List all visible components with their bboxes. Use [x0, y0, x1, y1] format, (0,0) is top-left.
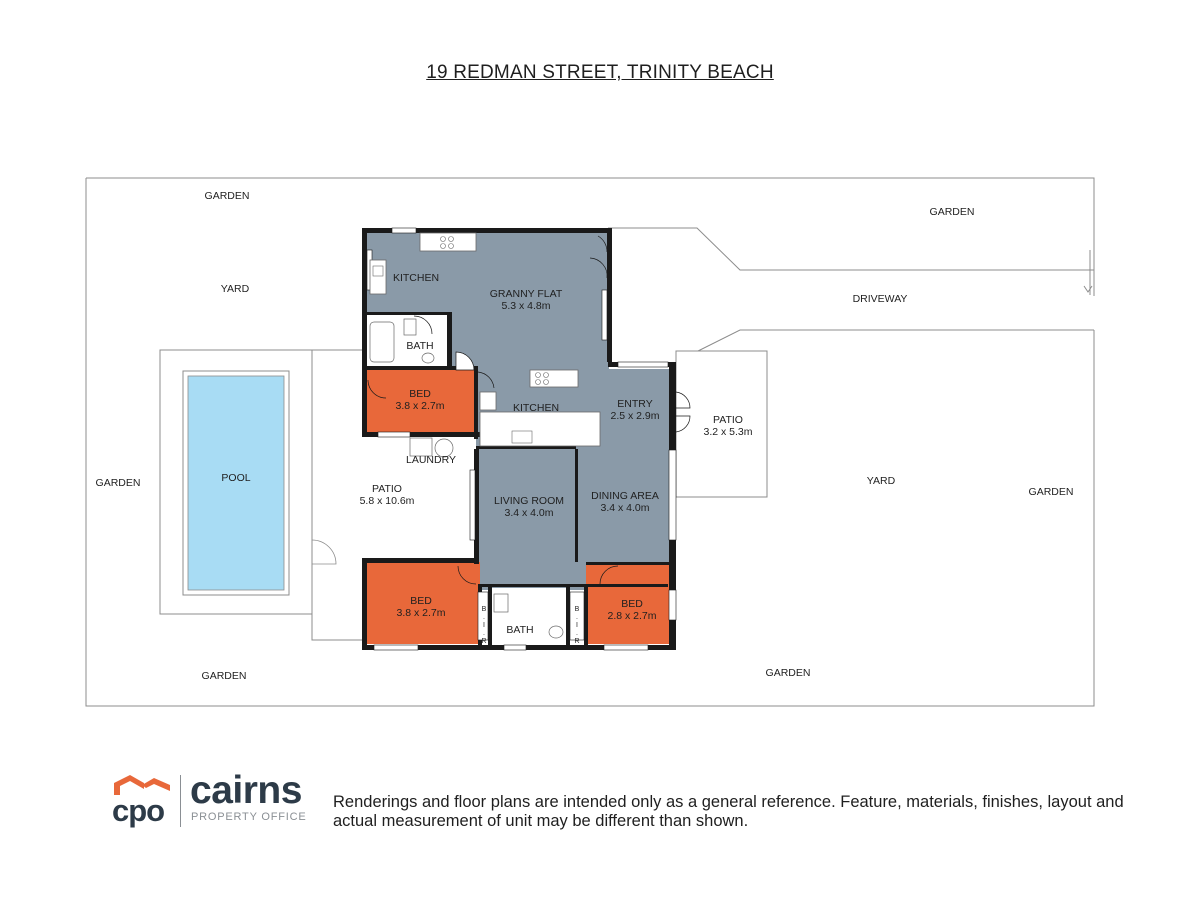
- dining-area-label: DINING AREA 3.4 x 4.0m: [591, 490, 659, 514]
- property-boundary-lower: [85, 178, 1095, 707]
- garden-left-label: GARDEN: [95, 477, 141, 489]
- living-room-name: LIVING ROOM: [493, 495, 565, 507]
- logo-property-office: PROPERTY OFFICE: [191, 811, 307, 823]
- logo-divider: [180, 775, 181, 827]
- dining-area-dim: 3.4 x 4.0m: [600, 502, 650, 514]
- patio-center-name: PATIO: [372, 483, 402, 495]
- patio-right-label: PATIO 3.2 x 5.3m: [703, 414, 752, 438]
- bath-fixtures: [369, 318, 564, 639]
- bir-left-label: B.I.R: [481, 606, 487, 645]
- garden-bottom-right-label: GARDEN: [765, 667, 811, 679]
- door-swings: [367, 235, 691, 585]
- yard-right-label: YARD: [866, 475, 896, 487]
- bed-top-dim: 3.8 x 2.7m: [395, 400, 445, 412]
- property-boundary: [86, 177, 1095, 296]
- patio-center-dim: 5.8 x 10.6m: [359, 495, 415, 507]
- bed-bottom-right-floor: [586, 564, 672, 644]
- living-floor: [476, 449, 672, 565]
- garden-right-label: GARDEN: [1028, 486, 1074, 498]
- disclaimer-text: Renderings and floor plans are intended …: [333, 793, 1124, 830]
- bed-top-label: BED 3.8 x 2.7m: [395, 388, 444, 412]
- bed-top-name: BED: [409, 388, 431, 400]
- patio-right-dim: 3.2 x 5.3m: [703, 426, 753, 438]
- entry-label: ENTRY 2.5 x 2.9m: [610, 398, 659, 422]
- plan-title: 19 REDMAN STREET, TRINITY BEACH: [426, 62, 774, 83]
- patio-gate-swing: [311, 539, 337, 565]
- bed-bottom-left-dim: 3.8 x 2.7m: [396, 607, 446, 619]
- logo-cairns: cairns: [190, 769, 302, 812]
- bir-right-label: B.I.R: [574, 606, 580, 645]
- granny-flat-label: GRANNY FLAT 5.3 x 4.8m: [490, 288, 563, 312]
- dining-area-name: DINING AREA: [591, 490, 659, 502]
- bed-bottom-right-name: BED: [621, 598, 643, 610]
- bath-bottom-label: BATH: [506, 624, 534, 636]
- logo-cpo: cpo: [112, 793, 165, 828]
- windows: [366, 227, 677, 651]
- bed-bottom-right-dim: 2.8 x 2.7m: [607, 610, 657, 622]
- patio-right-name: PATIO: [713, 414, 743, 426]
- bed-bottom-right-label: BED 2.8 x 2.7m: [607, 598, 656, 622]
- patio-center-label: PATIO 5.8 x 10.6m: [360, 483, 415, 507]
- wardrobes: [477, 591, 585, 641]
- kitchen-granny-label: KITCHEN: [392, 272, 440, 284]
- living-room-dim: 3.4 x 4.0m: [504, 507, 554, 519]
- roof-icon: [114, 775, 170, 795]
- bed-top-floor: [366, 369, 476, 433]
- garden-top-right-label: GARDEN: [929, 206, 975, 218]
- granny-flat-dim: 5.3 x 4.8m: [501, 300, 551, 312]
- bath-top-label: BATH: [406, 340, 434, 352]
- granny-flat-name: GRANNY FLAT: [489, 288, 563, 300]
- garden-bottom-left-label: GARDEN: [201, 670, 247, 682]
- driveway-label: DRIVEWAY: [852, 293, 908, 305]
- laundry-label: LAUNDRY: [406, 454, 456, 466]
- living-room-label: LIVING ROOM 3.4 x 4.0m: [494, 495, 564, 519]
- bed-bottom-left-name: BED: [410, 595, 432, 607]
- patio-center-left-edge: [311, 350, 362, 641]
- garden-top-left-label: GARDEN: [204, 190, 250, 202]
- pool-label: POOL: [221, 472, 251, 484]
- bed-bottom-left-label: BED 3.8 x 2.7m: [396, 595, 445, 619]
- entry-name: ENTRY: [617, 398, 653, 410]
- floor-plan: [85, 177, 1095, 707]
- appliances: [372, 236, 549, 444]
- gate-arrow: [1083, 285, 1093, 293]
- pool-water: [187, 375, 285, 591]
- benches: [369, 232, 601, 447]
- kitchen-main-label: KITCHEN: [512, 402, 560, 414]
- yard-left-label: YARD: [220, 283, 250, 295]
- company-logo: cpo cairns PROPERTY OFFICE: [112, 769, 322, 831]
- driveway-line-top: [608, 227, 1094, 271]
- entry-dim: 2.5 x 2.9m: [610, 410, 660, 422]
